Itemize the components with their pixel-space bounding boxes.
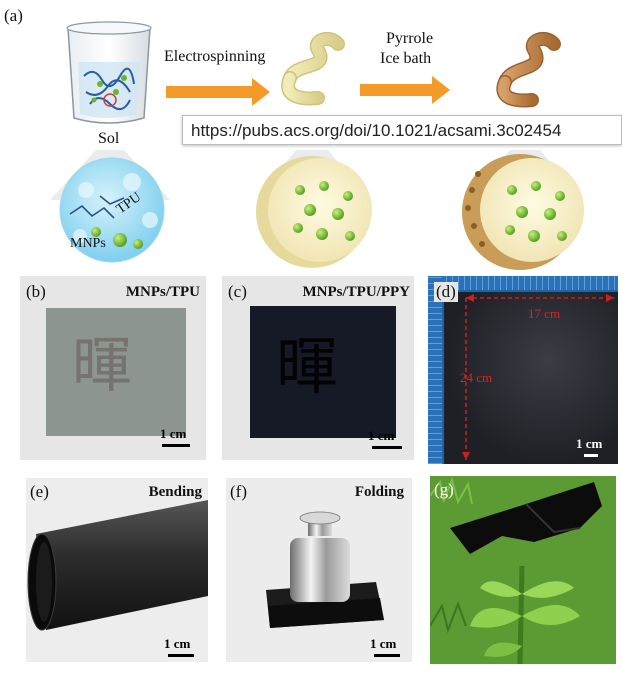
panel-c: 暉 (c) MNPs/TPU/PPY 1 cm [222,276,414,460]
panel-e-title: Bending [148,484,202,500]
sol-label: Sol [98,130,120,147]
scale-label: 1 cm [164,636,191,651]
panel-f-title: Folding [354,484,404,500]
chinese-character: 暉 [72,331,132,401]
height-label: 24 cm [460,370,493,385]
mnps-tpu-ppy-film [250,306,396,438]
ppy-fiber-icon [496,31,561,108]
large-film [444,292,618,464]
electrospinning-label: Electrospinning [164,48,266,65]
panel-c-title: MNPs/TPU/PPY [302,284,410,300]
ruler-left [428,276,442,464]
panel-d-label: (d) [434,282,458,302]
scale-bar [374,654,400,657]
scale-bar [584,454,598,457]
chinese-character: 暉 [276,330,339,403]
panel-b: 暉 (b) MNPs/TPU 1 cm [20,276,206,460]
mnps-tpu-film [46,308,186,436]
ruler-top [428,276,618,290]
panel-e-label: (e) [30,482,49,501]
fiber-cross-section-icon [256,156,372,268]
scale-bar [168,654,194,657]
mnps-label: MNPs [70,236,106,251]
scale-label: 1 cm [160,426,187,441]
scale-label: 1 cm [370,636,397,651]
width-label: 17 cm [528,306,561,321]
panel-c-label: (c) [228,282,247,301]
panel-b-title: MNPs/TPU [125,284,200,300]
sol-magnified-icon [59,157,165,263]
panel-f: (f) Folding 1 cm [226,478,412,662]
pyrrole-label: Pyrrole [386,30,434,47]
arrow-icon [360,76,450,104]
arrow-icon [166,78,270,106]
scale-label: 1 cm [368,428,395,443]
rolled-film-photo [27,500,208,631]
film-on-plant-photo [430,476,616,664]
ice-bath-label: Ice bath [380,50,432,67]
panel-g-label: (g) [434,480,454,499]
panel-a-schematic [50,21,584,270]
panel-f-label: (f) [230,482,247,501]
panel-a-label: (a) [4,6,23,25]
scale-label: 1 cm [576,436,603,451]
beaker-icon [66,21,152,124]
panel-e: (e) Bending 1 cm [26,478,208,662]
panel-b-label: (b) [26,282,46,301]
url-tooltip: https://pubs.acs.org/doi/10.1021/acsami.… [182,115,622,145]
ppy-cross-section-icon [462,154,584,270]
panel-d: (d) 17 cm 24 cm 1 cm [428,276,618,464]
scale-bar [162,444,190,447]
dimension-arrows [462,294,614,460]
scale-bar [372,446,402,449]
panel-g: (g) [430,476,616,664]
weight-on-folded-film-photo [266,511,384,628]
tpu-fiber-icon [281,31,345,106]
